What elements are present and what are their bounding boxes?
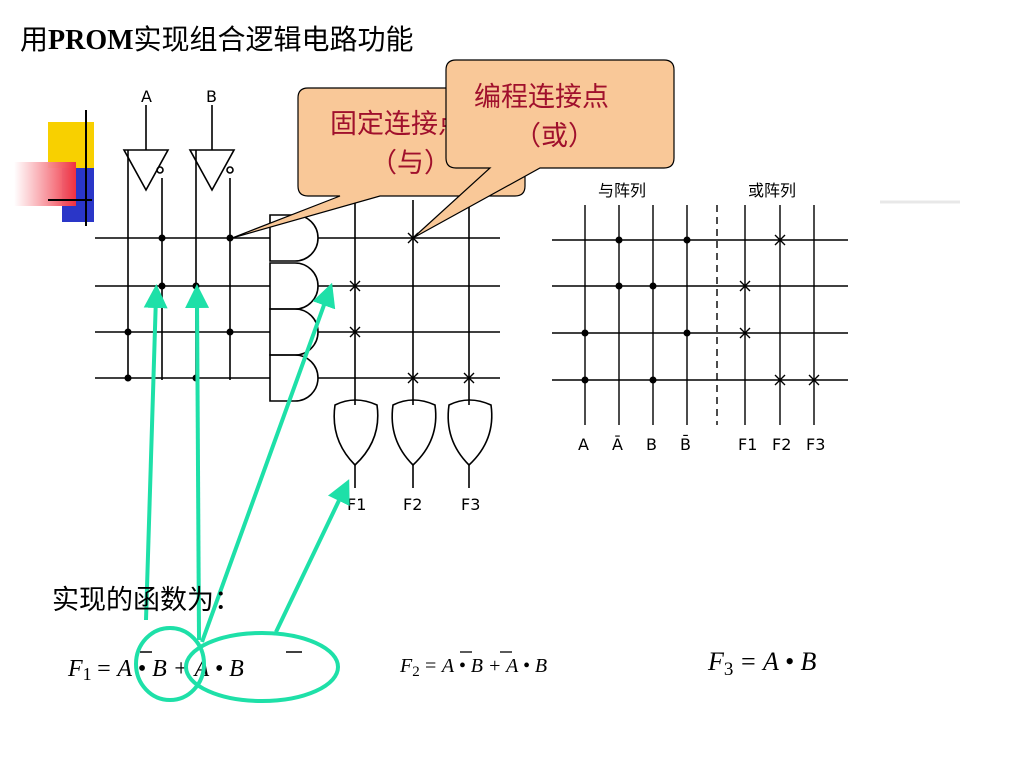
title-suffix: 实现组合逻辑电路功能	[133, 23, 414, 56]
callout-programmed-line2: （或）	[514, 121, 595, 152]
matrix-col-a: A	[578, 435, 589, 454]
output-label-f1: F1	[347, 495, 366, 514]
matrix-col-b-bar: B̄	[680, 435, 691, 454]
callout-fixed-line2: （与）	[370, 148, 451, 179]
or-gate-1	[333, 399, 379, 467]
callout-programmed-shape	[412, 59, 675, 239]
callout-programmed-line1: 编程连接点	[474, 82, 609, 113]
and-array-label: 与阵列	[598, 181, 646, 200]
matrix-col-f3: F3	[806, 435, 825, 454]
and-gate-2	[269, 262, 319, 310]
programmed-crosses	[349, 232, 475, 384]
svg-text:F3= A • B: F3= A • B	[707, 647, 816, 680]
matrix-col-b: B	[646, 435, 657, 454]
formula-f3: F3= A • B	[707, 647, 816, 680]
input-label-b: B	[206, 87, 217, 106]
arrow-to-b	[185, 284, 210, 641]
decoration	[14, 110, 94, 226]
and-gate-4	[269, 354, 319, 402]
output-label-f2: F2	[403, 495, 422, 514]
or-array-label: 或阵列	[748, 181, 796, 200]
slide-title: 用PROM实现组合逻辑电路功能	[20, 18, 414, 58]
callout-programmed: 编程连接点 （或）	[412, 59, 675, 239]
svg-text:F2= A • B + A • B: F2= A • B + A • B	[399, 655, 547, 680]
or-gate-3	[447, 399, 493, 467]
matrix-dots	[581, 236, 691, 384]
highlight-ellipse-term1	[134, 626, 206, 702]
function-label: 实现的函数为：	[52, 585, 241, 616]
annotation-arrows	[143, 282, 350, 643]
arrow-to-a	[143, 284, 168, 621]
inverter-bubble-b	[226, 166, 234, 174]
svg-text:F1= A • B + A • B: F1= A • B + A • B	[67, 656, 244, 684]
formula-f1: F1= A • B + A • B	[67, 651, 302, 684]
title-prefix: 用	[20, 23, 49, 56]
matrix-diagram	[552, 200, 960, 425]
highlight-ellipse-expression	[184, 631, 340, 703]
arrow-to-and-gate	[200, 282, 336, 643]
fixed-connection-dots	[124, 234, 234, 382]
or-gate-2	[391, 399, 437, 467]
callout-fixed-line1: 固定连接点	[330, 109, 465, 140]
output-label-f3: F3	[461, 495, 480, 514]
matrix-col-f2: F2	[772, 435, 791, 454]
formula-f2: F2= A • B + A • B	[399, 651, 547, 680]
arrow-to-f1	[274, 479, 350, 633]
matrix-col-a-bar: Ā	[612, 435, 623, 454]
buffer-b	[188, 149, 236, 192]
and-gate-3	[269, 308, 319, 356]
deco-yellow-square	[48, 122, 94, 168]
matrix-crosses	[739, 234, 820, 386]
inverter-bubble-a	[156, 166, 164, 174]
title-bold: PROM	[48, 25, 134, 56]
deco-red-gradient	[14, 162, 76, 206]
input-label-a: A	[141, 87, 152, 106]
circuit	[95, 105, 500, 488]
matrix-col-f1: F1	[738, 435, 757, 454]
